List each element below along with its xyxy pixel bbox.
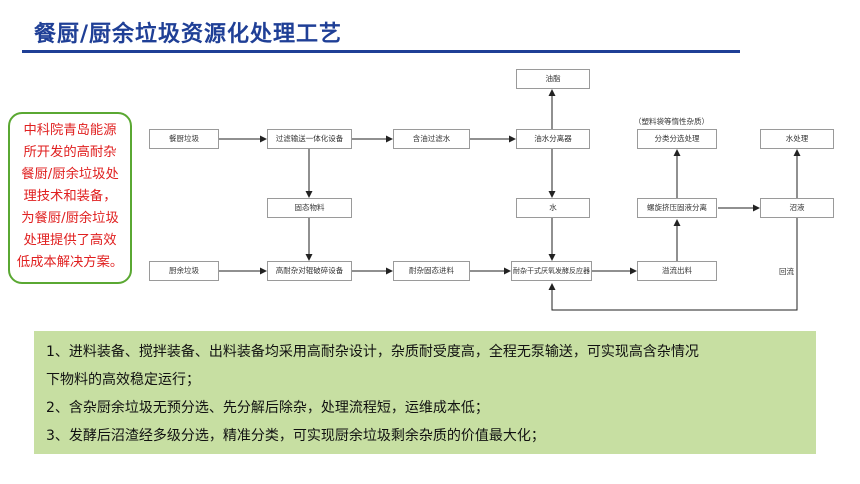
summary-callout: 中科院青岛能源 所开发的高耐杂 餐厨/厨余垃圾处 理技术和装备， 为餐厨/厨余垃… [8,112,132,284]
box-screw-press: 螺旋挤压固液分离 [637,198,717,218]
box-solid-material: 固态物料 [267,198,352,218]
point-1: 1、进料装备、搅拌装备、出料装备均采用高耐杂设计，杂质耐受度高，全程无泵输送，可… [46,344,699,360]
box-filter-unit: 过滤输送一体化设备 [267,129,352,149]
arrow-recirculation [548,218,798,311]
label-sort-note: （塑料袋等惰性杂质） [634,117,709,126]
box-oil-water-separator: 油水分离器 [516,129,590,149]
callout-line: 为餐厨/厨余垃圾 [21,211,119,226]
title-underline [22,50,740,53]
box-water: 水 [516,198,590,218]
box-crusher: 高耐杂对辊破碎设备 [267,261,352,281]
box-overflow-discharge: 溢流出料 [637,261,717,281]
page-title: 餐厨/厨余垃圾资源化处理工艺 [34,22,343,47]
box-sorting: 分类分选处理 [637,129,717,149]
box-digester: 耐杂干式厌氧发酵反应器 [511,261,592,281]
callout-line: 理技术和装备， [23,189,117,204]
callout-line: 中科院青岛能源 [23,123,117,138]
box-water-treatment: 水处理 [760,129,834,149]
callout-line: 低成本解决方案。 [16,255,124,270]
callout-line: 处理提供了高效 [23,233,117,248]
point-1-cont: 下物料的高效稳定运行； [46,372,200,388]
label-recirculation: 回流 [779,267,794,276]
box-kitchen-waste: 厨余垃圾 [149,261,219,281]
box-solid-feed: 耐杂固态进料 [393,261,470,281]
box-oily-filtrate: 含油过滤水 [393,129,470,149]
point-3: 3、发酵后沼渣经多级分选，精准分类，可实现厨余垃圾剩余杂质的价值最大化； [46,428,545,444]
box-digestate: 沼液 [760,198,834,218]
key-points-panel: 1、进料装备、搅拌装备、出料装备均采用高耐杂设计，杂质耐受度高，全程无泵输送，可… [34,331,816,454]
box-oil: 油脂 [516,69,590,89]
callout-line: 所开发的高耐杂 [23,145,117,160]
point-2: 2、含杂厨余垃圾无预分选、先分解后除杂，处理流程短，运维成本低； [46,400,489,416]
box-food-waste: 餐厨垃圾 [149,129,219,149]
callout-line: 餐厨/厨余垃圾处 [21,167,119,182]
